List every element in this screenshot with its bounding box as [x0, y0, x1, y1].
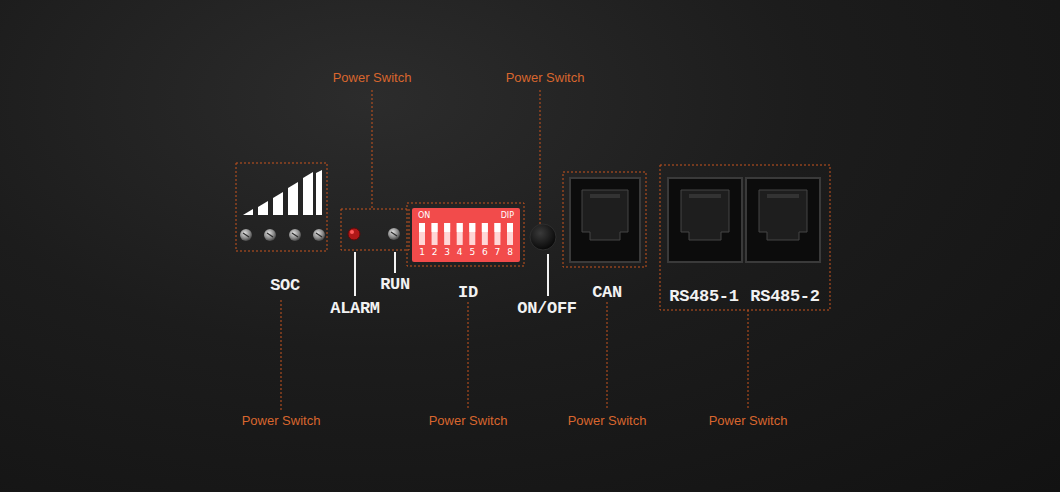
port-label: ID [458, 283, 478, 302]
power-button [530, 224, 556, 250]
dip-number: 1 [419, 248, 425, 257]
port-label: ALARM [330, 299, 380, 318]
dip-switch: ON DIP 12345678 [412, 208, 520, 262]
dip-number: 5 [469, 248, 475, 257]
callout-label: Power Switch [429, 413, 508, 428]
dip-mark: DIP [501, 212, 514, 220]
soc-leds [240, 229, 325, 241]
callout-label: Power Switch [242, 413, 321, 428]
port-label: ON/OFF [517, 299, 576, 318]
port-label: RS485-2 [750, 287, 819, 306]
callout-label: Power Switch [333, 70, 412, 85]
dip-number: 6 [482, 248, 488, 257]
dip-number: 7 [495, 248, 501, 257]
dip-number: 3 [444, 248, 450, 257]
port-label: CAN [592, 283, 622, 302]
callout-label: Power Switch [506, 70, 585, 85]
port-label: RUN [380, 275, 410, 294]
callout-label: Power Switch [709, 413, 788, 428]
rj45-jacks [570, 178, 820, 262]
dip-on-mark: ON [418, 212, 430, 220]
status-leds [348, 228, 400, 240]
callout-label: Power Switch [568, 413, 647, 428]
dip-number: 2 [432, 248, 438, 257]
port-label: SOC [270, 276, 300, 295]
dip-number: 8 [507, 248, 513, 257]
dip-number: 4 [457, 248, 463, 257]
port-label: RS485-1 [669, 287, 738, 306]
soc-bars [243, 170, 322, 215]
callout-frames [236, 90, 830, 410]
